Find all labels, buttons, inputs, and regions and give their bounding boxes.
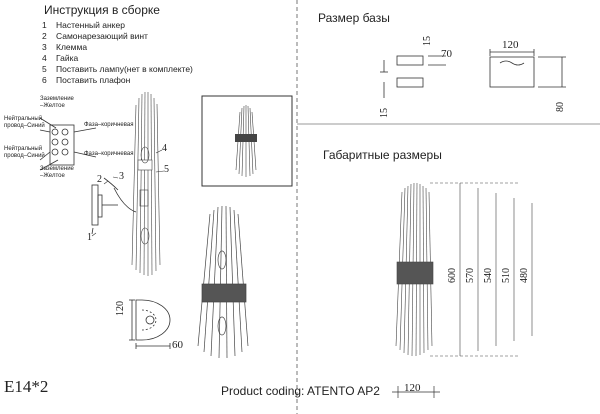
bracket-drawing <box>129 299 171 349</box>
label-phase-bottom: Фаза–коричневая <box>84 151 134 157</box>
base-dim-80: 80 <box>555 102 566 112</box>
base-dim-15-side: 15 <box>379 108 390 118</box>
callout-1: 1 <box>87 232 92 243</box>
overall-dim-600: 600 <box>447 268 458 283</box>
label-phase-top: Фаза–коричневая <box>84 122 134 128</box>
lamp-thumbnail <box>201 95 293 187</box>
callout-4: 4 <box>162 143 167 154</box>
base-dim-120: 120 <box>502 39 519 51</box>
callout-leaders <box>91 149 165 237</box>
footer-dim-120: 120 <box>404 382 421 394</box>
lamp-front-view <box>197 205 249 359</box>
base-size-title: Размер базы <box>318 11 390 25</box>
callout-3: 3 <box>119 171 124 182</box>
product-coding: Product coding: ATENTO AP2 <box>221 384 380 398</box>
callout-2: 2 <box>97 174 102 185</box>
terminal-block-diagram <box>39 117 97 171</box>
overall-lamp-drawing <box>395 182 434 357</box>
label-neutral-bottom: Нейтральный провод–Синий <box>4 146 45 159</box>
overall-dim-510: 510 <box>501 268 512 283</box>
footer-dimension-line <box>392 386 440 398</box>
bracket-dim-60: 60 <box>172 339 183 351</box>
label-ground-bottom: Заземление –Желтое <box>40 166 74 179</box>
wall-mount-assembly <box>91 177 137 235</box>
label-neutral-top: Нейтральный провод–Синий <box>4 116 45 129</box>
overall-dim-570: 570 <box>465 268 476 283</box>
overall-dim-480: 480 <box>519 268 530 283</box>
base-plate-drawings <box>380 49 566 98</box>
exploded-lamp-view <box>131 91 161 276</box>
callout-5: 5 <box>164 164 169 175</box>
overall-title: Габаритные размеры <box>323 148 442 162</box>
bracket-dim-120: 120 <box>115 301 126 316</box>
base-dim-70: 70 <box>441 48 452 60</box>
assembly-title: Инструкция в сборке <box>44 3 160 17</box>
label-ground-top: Заземление –Желтое <box>40 96 74 109</box>
lamp-spec: E14*2 <box>4 377 49 396</box>
overall-dimension-lines <box>430 182 533 357</box>
base-dim-15-top: 15 <box>422 36 433 46</box>
overall-dim-540: 540 <box>483 268 494 283</box>
